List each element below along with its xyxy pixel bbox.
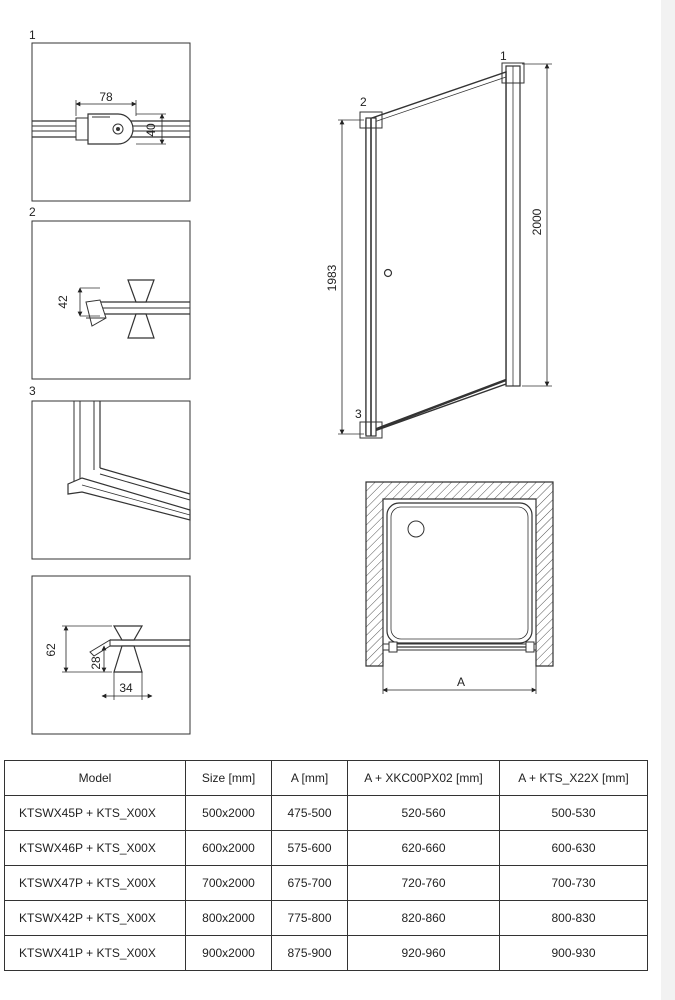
detail-1-frame [31, 42, 191, 202]
technical-drawing: 1 78 40 2 [29, 28, 554, 735]
cell-size: 700x2000 [185, 865, 272, 901]
detail-4-frame [31, 575, 191, 735]
col-header-a-kts: A + KTS_X22X [mm] [499, 760, 648, 796]
cell-a-xkc: 520-560 [347, 795, 500, 831]
plan-view: A [365, 481, 554, 694]
table-row: KTSWX45P + KTS_X00X 500x2000 475-500 520… [4, 795, 648, 831]
cell-model: KTSWX45P + KTS_X00X [4, 795, 186, 831]
table-row: KTSWX46P + KTS_X00X 600x2000 575-600 620… [4, 830, 648, 866]
detail-3-label: 3 [29, 384, 36, 398]
callout-3: 3 [355, 407, 362, 421]
callout-2: 2 [360, 95, 367, 109]
cell-a: 875-900 [271, 935, 348, 971]
dim-78: 78 [99, 90, 113, 104]
table-row: KTSWX41P + KTS_X00X 900x2000 875-900 920… [4, 935, 648, 971]
table-row: KTSWX42P + KTS_X00X 800x2000 775-800 820… [4, 900, 648, 936]
detail-1: 1 78 40 [29, 28, 191, 202]
dim-2000: 2000 [530, 208, 544, 235]
detail-3-frame [31, 400, 191, 560]
cell-a: 675-700 [271, 865, 348, 901]
cell-model: KTSWX46P + KTS_X00X [4, 830, 186, 866]
cell-size: 600x2000 [185, 830, 272, 866]
dim-62: 62 [44, 643, 58, 657]
cell-a-kts: 900-930 [499, 935, 648, 971]
cell-model: KTSWX47P + KTS_X00X [4, 865, 186, 901]
cell-model: KTSWX41P + KTS_X00X [4, 935, 186, 971]
cell-a-kts: 700-730 [499, 865, 648, 901]
detail-2-frame [31, 220, 191, 380]
dim-34: 34 [119, 681, 133, 695]
cell-a-kts: 500-530 [499, 795, 648, 831]
dim-1983: 1983 [325, 264, 339, 291]
col-header-a: A [mm] [271, 760, 348, 796]
callout-1: 1 [500, 49, 507, 63]
cell-size: 500x2000 [185, 795, 272, 831]
cell-a-xkc: 620-660 [347, 830, 500, 866]
dim-A: A [457, 675, 465, 689]
cell-size: 900x2000 [185, 935, 272, 971]
cell-size: 800x2000 [185, 900, 272, 936]
cell-a-kts: 600-630 [499, 830, 648, 866]
spec-table: Model Size [mm] A [mm] A + XKC00PX02 [mm… [4, 760, 648, 971]
dim-40: 40 [144, 123, 158, 137]
table-header-row: Model Size [mm] A [mm] A + XKC00PX02 [mm… [4, 760, 648, 796]
detail-4: 62 28 34 [31, 575, 191, 735]
page-scrollbar[interactable] [661, 0, 675, 1000]
cell-a-xkc: 920-960 [347, 935, 500, 971]
cell-a-xkc: 720-760 [347, 865, 500, 901]
detail-3: 3 [29, 384, 191, 560]
dim-28: 28 [89, 656, 103, 670]
dim-42: 42 [56, 295, 70, 309]
detail-1-label: 1 [29, 28, 36, 42]
col-header-size: Size [mm] [185, 760, 272, 796]
detail-2-label: 2 [29, 205, 36, 219]
cell-a-kts: 800-830 [499, 900, 648, 936]
door-elevation: 1 2 3 1983 2000 [325, 49, 552, 439]
col-header-model: Model [4, 760, 186, 796]
cell-a: 475-500 [271, 795, 348, 831]
col-header-a-xkc: A + XKC00PX02 [mm] [347, 760, 500, 796]
detail-2: 2 42 [29, 205, 191, 380]
cell-a: 775-800 [271, 900, 348, 936]
cell-a-xkc: 820-860 [347, 900, 500, 936]
cell-a: 575-600 [271, 830, 348, 866]
table-row: KTSWX47P + KTS_X00X 700x2000 675-700 720… [4, 865, 648, 901]
cell-model: KTSWX42P + KTS_X00X [4, 900, 186, 936]
